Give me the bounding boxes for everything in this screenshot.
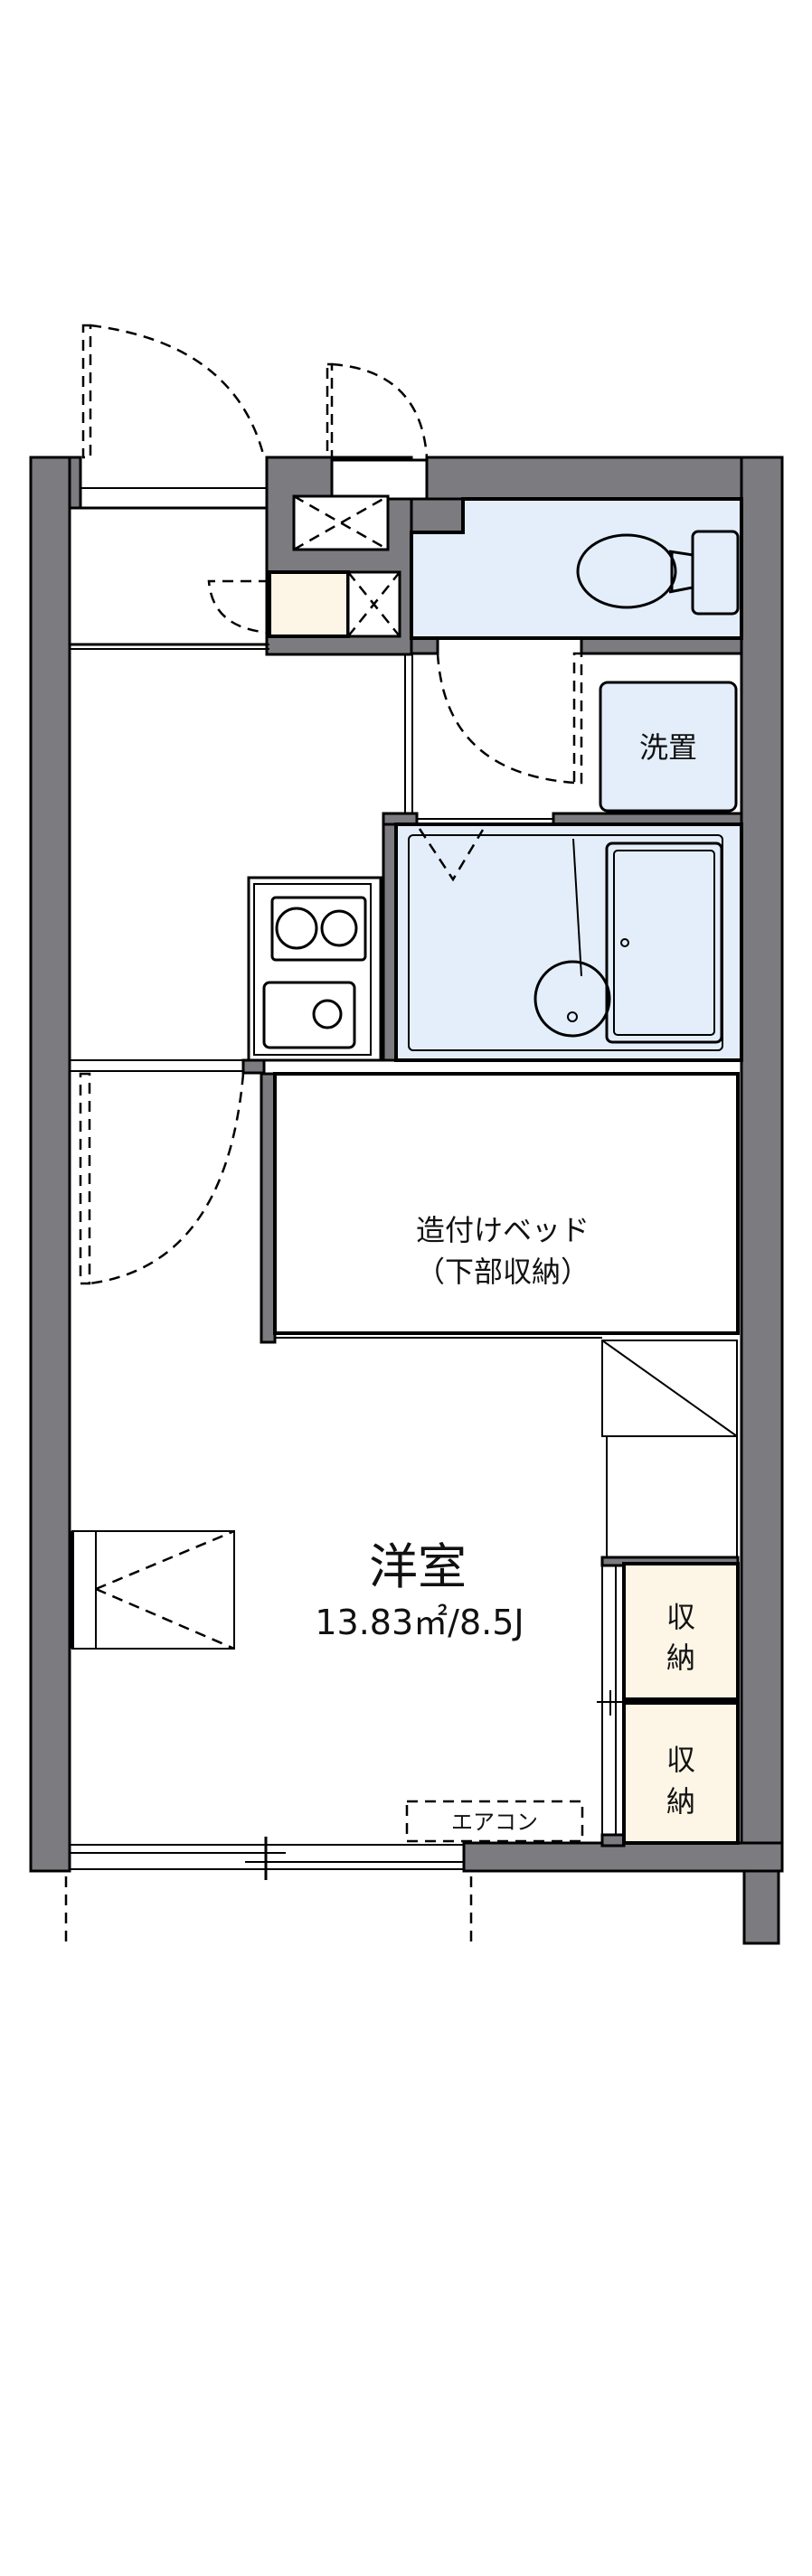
pipe-shaft [292, 494, 390, 551]
storage-closet-1[interactable]: 収 納 [622, 1562, 740, 1701]
aircon-label: エアコン [451, 1810, 538, 1835]
entrance [68, 487, 269, 650]
storage-1-label-top: 収 [666, 1600, 695, 1634]
storage-closet-2[interactable]: 収 納 [622, 1701, 740, 1845]
wash-basin [533, 960, 611, 1038]
washer-label: 洗置 [639, 730, 697, 765]
balcony-window[interactable] [70, 1837, 464, 1880]
bed-label: 造付けベッド [416, 1213, 590, 1247]
bathroom [394, 823, 743, 1062]
air-conditioner: エアコン [405, 1800, 584, 1843]
storage-2-label-top: 収 [666, 1743, 695, 1777]
toilet-bowl [576, 533, 677, 609]
entrance-door[interactable] [81, 324, 266, 459]
bathtub [605, 841, 723, 1044]
closet-steps [597, 1340, 738, 1835]
toilet-door[interactable] [436, 652, 583, 785]
burner-icon [320, 909, 358, 947]
room-label: 洋室 [369, 1538, 467, 1595]
bed-sublabel: （下部収納） [416, 1255, 590, 1289]
kitchen [247, 876, 382, 1062]
storage-1-label-bottom: 納 [666, 1641, 695, 1675]
toilet-room [410, 497, 743, 640]
shoe-cabinet[interactable] [207, 570, 401, 638]
tv-unit [70, 1529, 235, 1650]
storage-2-label-bottom: 納 [666, 1784, 695, 1819]
outer-walls [29, 456, 784, 1945]
toilet-tank [691, 530, 740, 616]
room-door[interactable] [79, 1072, 245, 1285]
meter-box-door[interactable] [326, 362, 429, 501]
built-in-bed: 造付けベッド （下部収納） [273, 1072, 740, 1339]
stove [270, 896, 367, 962]
burner-icon [275, 907, 318, 950]
washroom [404, 653, 553, 820]
kitchen-sink [262, 981, 356, 1049]
room-size: 13.83㎡/8.5J [315, 1603, 524, 1642]
washer-space: 洗置 [599, 681, 738, 813]
main-room: 洋室 13.83㎡/8.5J [315, 1538, 524, 1642]
